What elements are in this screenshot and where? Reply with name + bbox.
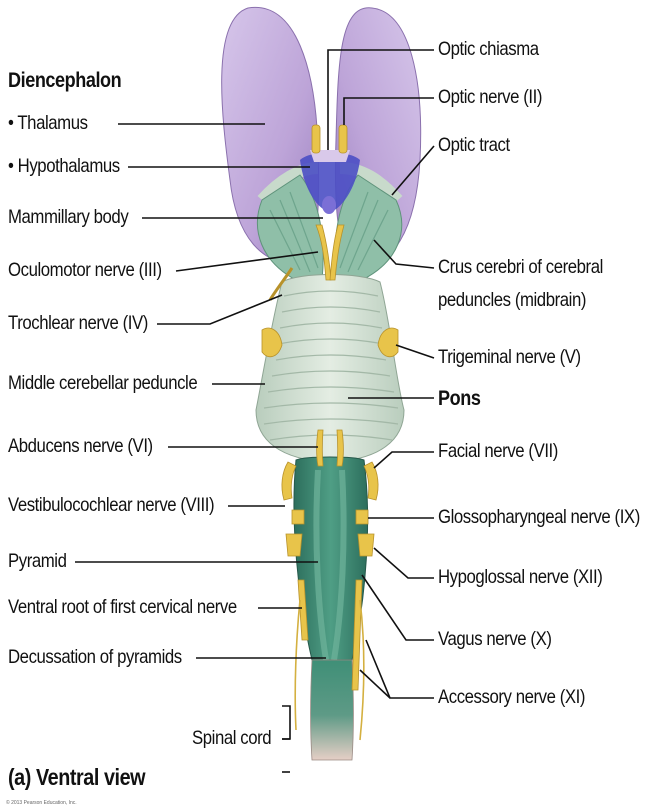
spinal-cord-shape (310, 659, 354, 761)
label-crus-cerebri-line2: peduncles (midbrain) (438, 289, 587, 311)
hypothalamus-area (300, 152, 360, 212)
label-optic-chiasma: Optic chiasma (438, 38, 539, 60)
label-glossopharyngeal-nerve: Glossopharyngeal nerve (IX) (438, 506, 640, 528)
view-title: (a) Ventral view (8, 764, 146, 790)
pons-shape (255, 274, 405, 463)
label-pons: Pons (438, 387, 481, 410)
optic-chiasma-shape (310, 150, 350, 162)
pyramid-right (331, 469, 347, 661)
label-thalamus: • Thalamus (8, 112, 88, 134)
optic-nerve-right (338, 124, 348, 154)
pons-striations (263, 290, 399, 441)
label-decussation-of-pyramids: Decussation of pyramids (8, 646, 182, 668)
peduncle-striations (269, 191, 389, 273)
label-optic-tract: Optic tract (438, 134, 510, 156)
copyright-notice: © 2013 Pearson Education, Inc. (6, 800, 77, 806)
label-vestibulocochlear-nerve: Vestibulocochlear nerve (VIII) (8, 494, 215, 516)
label-vagus-nerve: Vagus nerve (X) (438, 628, 552, 650)
label-mammillary-body: Mammillary body (8, 206, 129, 228)
label-accessory-nerve: Accessory nerve (XI) (438, 686, 586, 708)
label-optic-nerve: Optic nerve (II) (438, 86, 543, 108)
label-crus-cerebri-line1: Crus cerebri of cerebral (438, 256, 603, 278)
label-trigeminal-nerve: Trigeminal nerve (V) (438, 346, 581, 368)
pyramid-left (313, 469, 329, 661)
cranial-nerves (261, 224, 399, 691)
label-pyramid: Pyramid (8, 550, 67, 572)
optic-nerve-left (311, 124, 321, 154)
label-trochlear-nerve: Trochlear nerve (IV) (8, 312, 148, 334)
label-facial-nerve: Facial nerve (VII) (438, 440, 558, 462)
label-abducens-nerve: Abducens nerve (VI) (8, 435, 153, 457)
leader-lines (75, 49, 435, 773)
label-spinal-cord: Spinal cord (192, 727, 272, 749)
label-ventral-root: Ventral root of first cervical nerve (8, 596, 237, 618)
label-hypothalamus: • Hypothalamus (8, 155, 120, 177)
diencephalon-heading: Diencephalon (8, 69, 122, 92)
mammillary-bodies (322, 196, 336, 214)
label-oculomotor-nerve: Oculomotor nerve (III) (8, 259, 162, 281)
label-middle-cerebellar-peduncle: Middle cerebellar peduncle (8, 372, 198, 394)
label-hypoglossal-nerve: Hypoglossal nerve (XII) (438, 566, 603, 588)
